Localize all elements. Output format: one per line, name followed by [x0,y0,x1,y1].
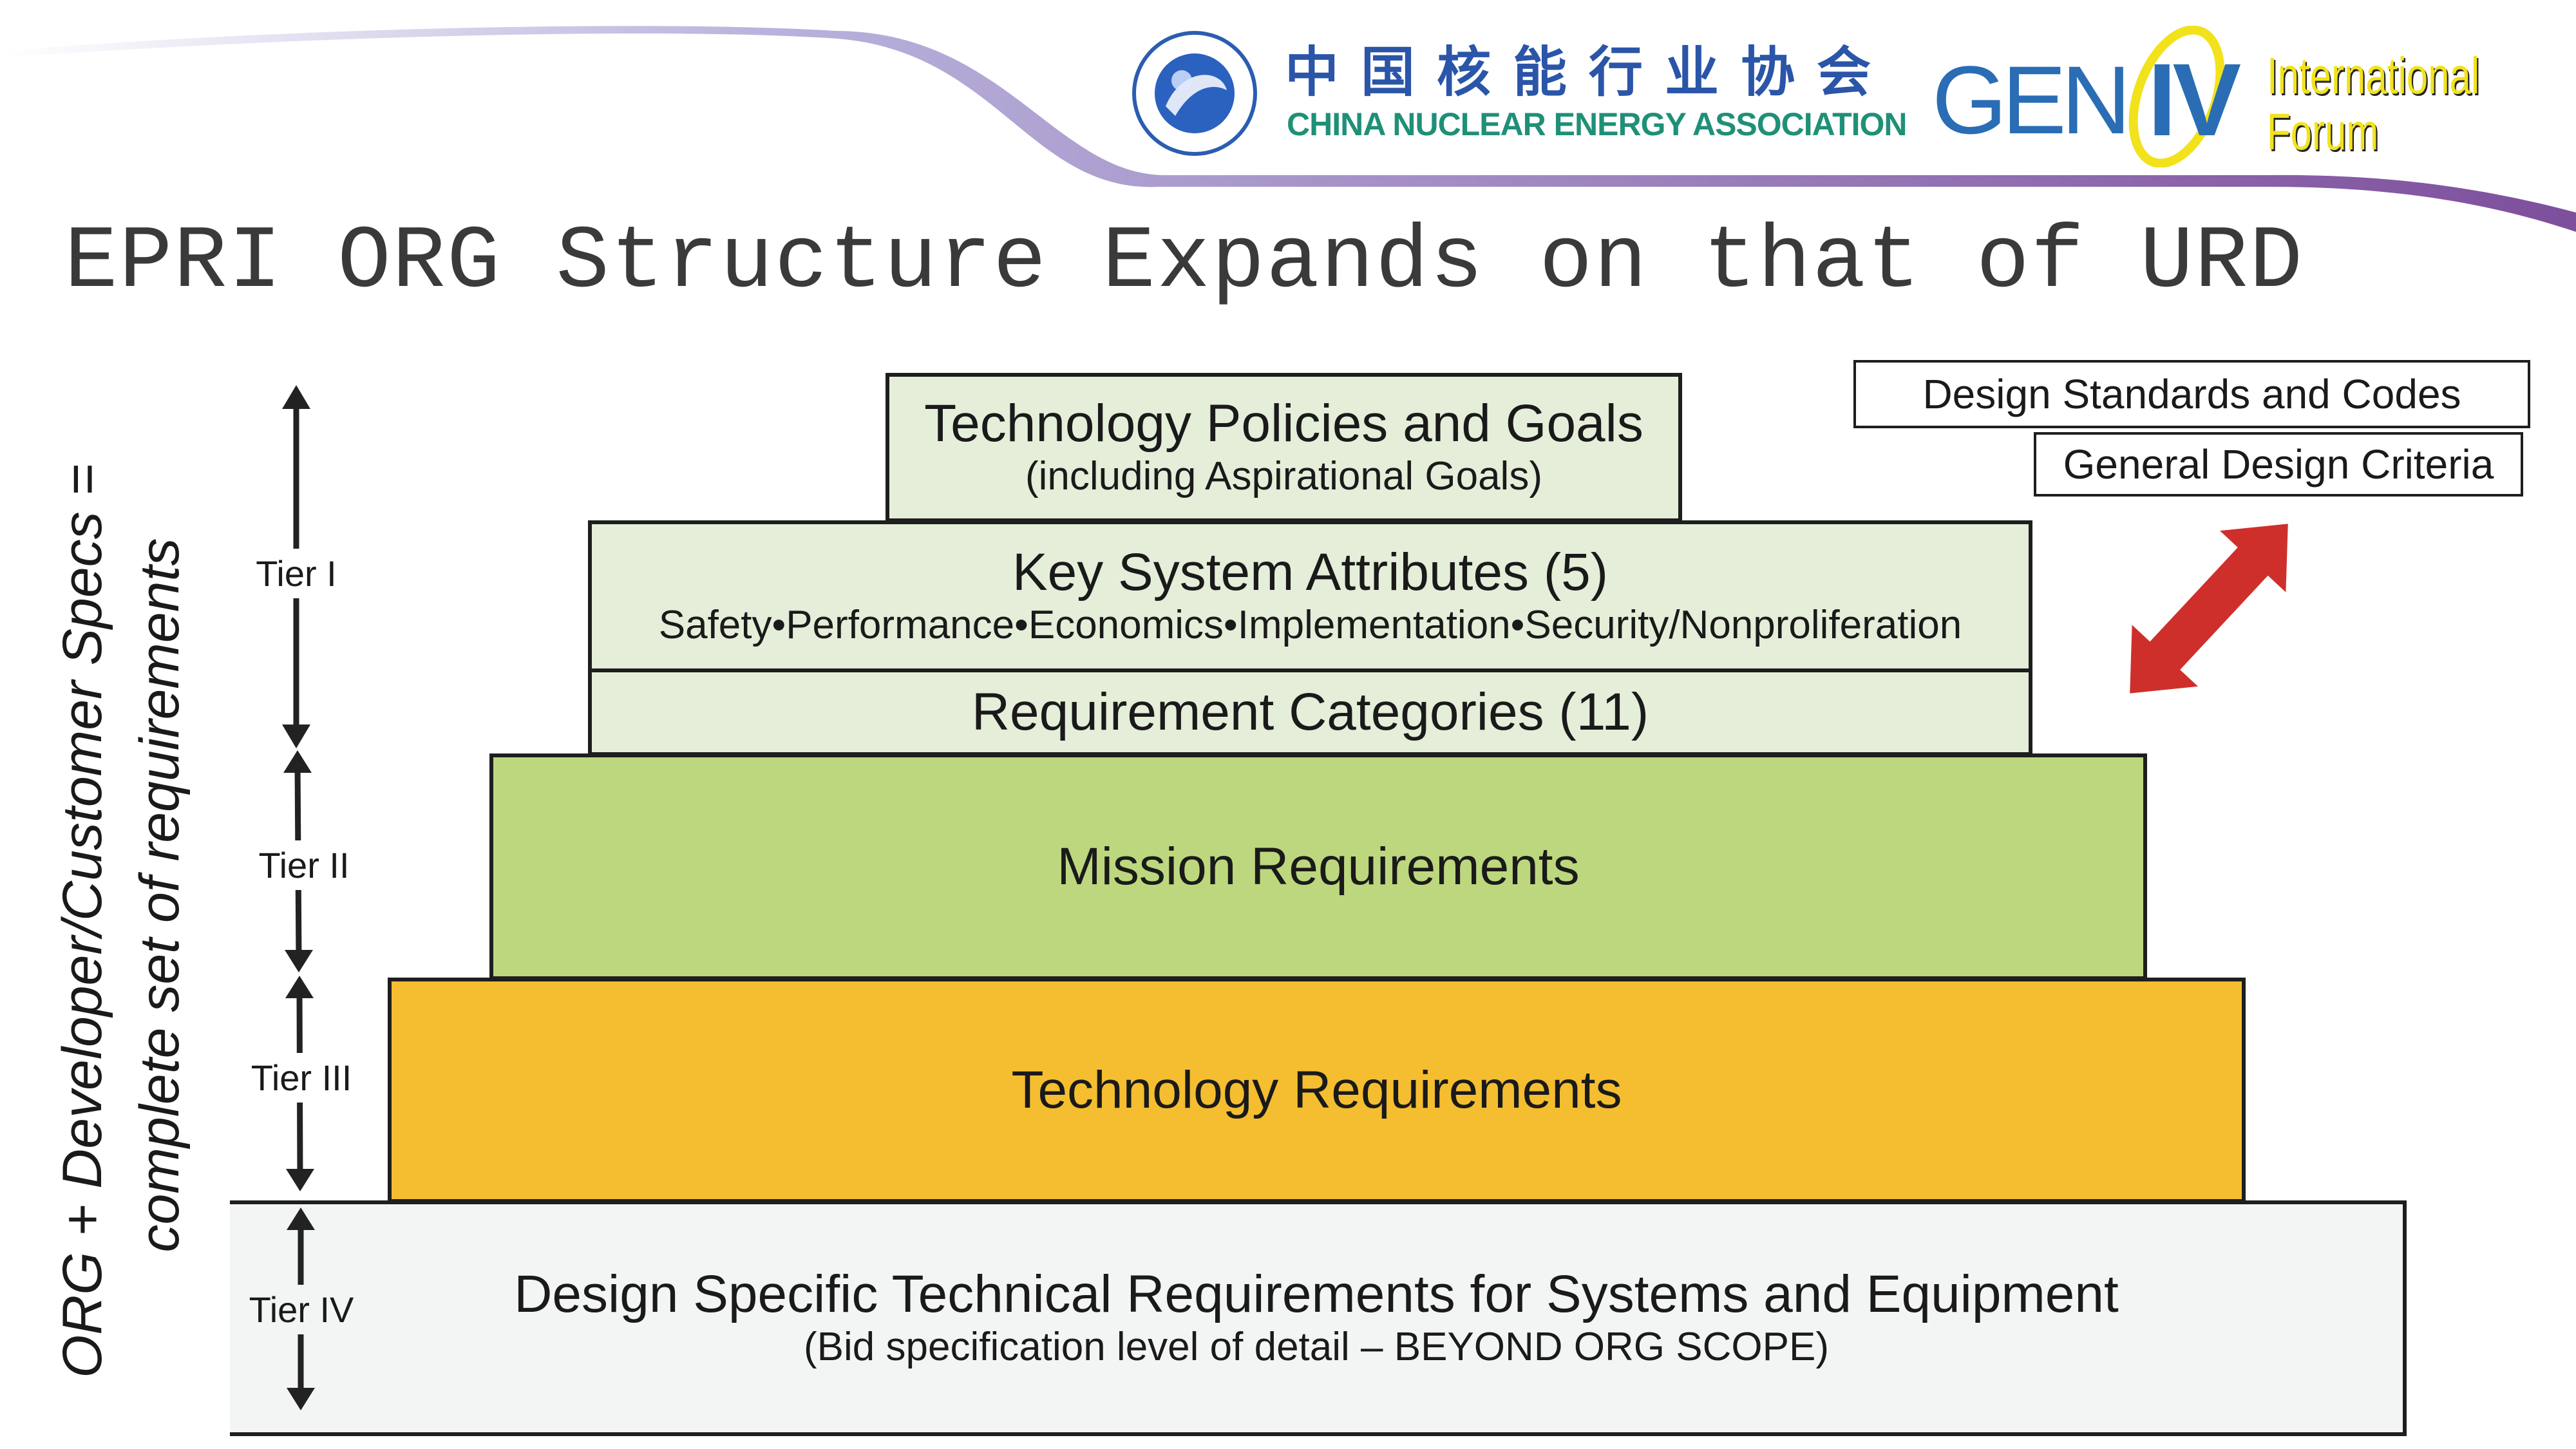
arrow-down-icon [282,724,310,748]
cnea-english-name: CHINA NUCLEAR ENERGY ASSOCIATION [1287,106,1908,142]
cnea-logo [1130,29,1259,158]
tier-3-label: Tier III [251,1053,352,1103]
iv-text: IV [2148,42,2241,157]
arrow-up-icon [283,750,312,773]
design-standards-box: Design Standards and Codes [1853,360,2530,428]
technology-policies-box: Technology Policies and Goals (including… [886,373,1682,522]
tier-1-label: Tier I [256,549,337,598]
forum-text: Forum [2267,103,2379,160]
side-label-line1: ORG + Developer/Customer Specs = [52,464,113,1378]
cnea-seal-icon [1132,31,1257,156]
slide-title: EPRI ORG Structure Expands on that of UR… [64,213,2304,313]
policies-title: Technology Policies and Goals [924,393,1643,453]
design-title: Design Specific Technical Requirements f… [514,1264,2119,1323]
gen-text: GEN [1932,46,2131,154]
technology-title: Technology Requirements [1011,1060,1622,1119]
arrow-down-icon [285,950,313,972]
arrow-down-icon [286,1169,314,1191]
header-swoosh [0,26,2576,232]
gen-iv-logo: GEN IV International Forum [1932,26,2570,167]
ksa-title: Key System Attributes (5) [1012,542,1609,601]
ksa-subtitle: Safety•Performance•Economics•Implementat… [658,602,1962,647]
policies-subtitle: (including Aspirational Goals) [1025,453,1542,498]
mission-requirements-box: Mission Requirements [489,753,2147,980]
categories-title: Requirement Categories (11) [971,682,1649,741]
cnea-chinese-name: 中国核能行业协会 [1285,41,1893,104]
mission-title: Mission Requirements [1057,837,1580,896]
gen-iv-orbit-icon [2128,26,2225,167]
design-specific-box: Design Specific Technical Requirements f… [230,1200,2407,1436]
arrow-up-icon [285,976,314,998]
arrow-up-icon [282,385,310,409]
tier-2-label: Tier II [258,840,350,890]
general-design-criteria-box: General Design Criteria [2034,432,2523,497]
international-text: International [2267,47,2480,104]
double-arrow-icon [2130,524,2288,694]
technology-requirements-box: Technology Requirements [388,978,2246,1203]
requirement-categories-box: Requirement Categories (11) [588,668,2032,756]
key-system-attributes-box: Key System Attributes (5) Safety•Perform… [588,520,2032,672]
side-label-line2: complete set of requirements [129,538,191,1253]
design-subtitle: (Bid specification level of detail – BEY… [804,1324,1829,1369]
tier-4-label: Tier IV [249,1285,354,1334]
